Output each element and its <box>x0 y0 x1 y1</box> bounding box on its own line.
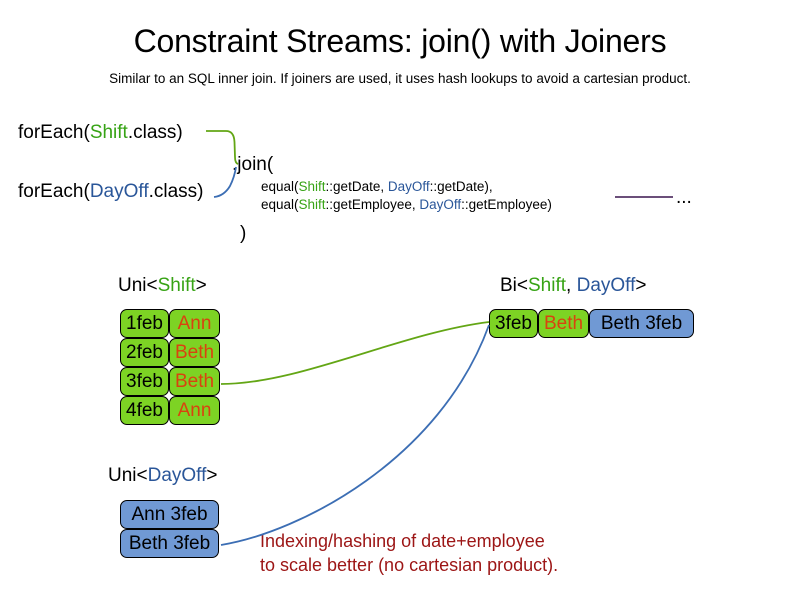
code-joiner-employee-prefix: equal( <box>261 197 299 212</box>
code-joiner-date-prefix: equal( <box>261 179 299 194</box>
shift-date-cell: 2feb <box>120 338 169 367</box>
label-bi-type-a: Shift <box>528 275 567 296</box>
code-foreach-shift-prefix: forEach( <box>18 122 90 143</box>
label-uni-dayoff-prefix: Uni< <box>108 465 148 486</box>
shift-employee-cell: Ann <box>169 309 220 338</box>
code-foreach-dayoff-type: DayOff <box>89 181 149 202</box>
dayoff-cell: Beth 3feb <box>120 529 219 558</box>
code-joiner-employee-left-type: Shift <box>298 197 326 212</box>
code-foreach-dayoff-prefix: forEach( <box>18 181 90 202</box>
table-row: 4feb Ann <box>120 396 220 425</box>
shift-date-cell: 3feb <box>120 367 169 396</box>
code-foreach-dayoff: forEach(DayOff.class) <box>18 180 204 204</box>
table-row: 1feb Ann <box>120 309 220 338</box>
bi-tuple-row: 3feb Beth Beth 3feb <box>489 309 694 338</box>
page-title: Constraint Streams: join() with Joiners <box>133 23 667 59</box>
tail-underline <box>615 196 673 198</box>
annotation-line-2: to scale better (no cartesian product). <box>260 555 559 575</box>
bi-shift-date-cell: 3feb <box>489 309 538 338</box>
label-bi-prefix: Bi< <box>500 275 528 296</box>
label-bi-shift-dayoff: Bi<Shift, DayOff> <box>500 274 646 297</box>
code-foreach-dayoff-suffix: .class) <box>148 181 204 202</box>
code-foreach-shift-suffix: .class) <box>127 122 183 143</box>
label-uni-dayoff-type: DayOff <box>147 465 207 486</box>
annotation-line-1: Indexing/hashing of date+employee <box>260 531 545 551</box>
table-row: Beth 3feb <box>120 529 219 558</box>
bi-dayoff-cell: Beth 3feb <box>589 309 694 338</box>
code-joiner-employee-right-type: DayOff <box>419 197 462 212</box>
label-uni-shift-suffix: > <box>195 275 207 296</box>
label-bi-suffix: > <box>635 275 647 296</box>
connector-shift-fact-to-bi <box>220 321 490 385</box>
connector-dayoff-fact-to-bi <box>220 324 490 546</box>
uni-dayoff-fact-list: Ann 3feb Beth 3feb <box>120 500 219 558</box>
uni-shift-fact-list: 1feb Ann 2feb Beth 3feb Beth 4feb Ann <box>120 309 220 425</box>
label-uni-shift-type: Shift <box>157 275 196 296</box>
code-joiner-date-right-method: ::getDate), <box>429 179 493 194</box>
label-uni-shift: Uni<Shift> <box>118 274 207 297</box>
dayoff-cell: Ann 3feb <box>120 500 219 529</box>
code-joiner-date-right-type: DayOff <box>387 179 430 194</box>
code-joiner-employee: equal(Shift::getEmployee, DayOff::getEmp… <box>261 196 552 213</box>
shift-date-cell: 4feb <box>120 396 169 425</box>
shift-employee-cell: Beth <box>169 338 220 367</box>
bi-shift-employee-cell: Beth <box>538 309 589 338</box>
annotation-text: Indexing/hashing of date+employee to sca… <box>260 529 558 577</box>
shift-date-cell: 1feb <box>120 309 169 338</box>
label-uni-shift-prefix: Uni< <box>118 275 158 296</box>
code-join-close: ) <box>240 223 247 244</box>
label-bi-separator: , <box>566 275 577 296</box>
code-join-open: .join( <box>232 154 274 175</box>
page-subtitle: Similar to an SQL inner join. If joiners… <box>109 71 691 86</box>
shift-employee-cell: Ann <box>169 396 220 425</box>
shift-employee-cell: Beth <box>169 367 220 396</box>
table-row: 3feb Beth <box>120 367 220 396</box>
code-joiner-date: equal(Shift::getDate, DayOff::getDate), <box>261 178 493 195</box>
table-row: Ann 3feb <box>120 500 219 529</box>
code-foreach-shift-type: Shift <box>89 122 128 143</box>
code-joiner-employee-right-method: ::getEmployee) <box>461 197 552 212</box>
code-foreach-shift: forEach(Shift.class) <box>18 121 183 145</box>
code-joiner-employee-left-method: ::getEmployee, <box>325 197 420 212</box>
code-joiner-date-left-method: ::getDate, <box>325 179 388 194</box>
tail-ellipsis: ... <box>676 187 692 208</box>
table-row: 2feb Beth <box>120 338 220 367</box>
code-joiner-date-left-type: Shift <box>298 179 326 194</box>
label-uni-dayoff: Uni<DayOff> <box>108 464 218 487</box>
label-bi-type-b: DayOff <box>576 275 636 296</box>
label-uni-dayoff-suffix: > <box>206 465 218 486</box>
